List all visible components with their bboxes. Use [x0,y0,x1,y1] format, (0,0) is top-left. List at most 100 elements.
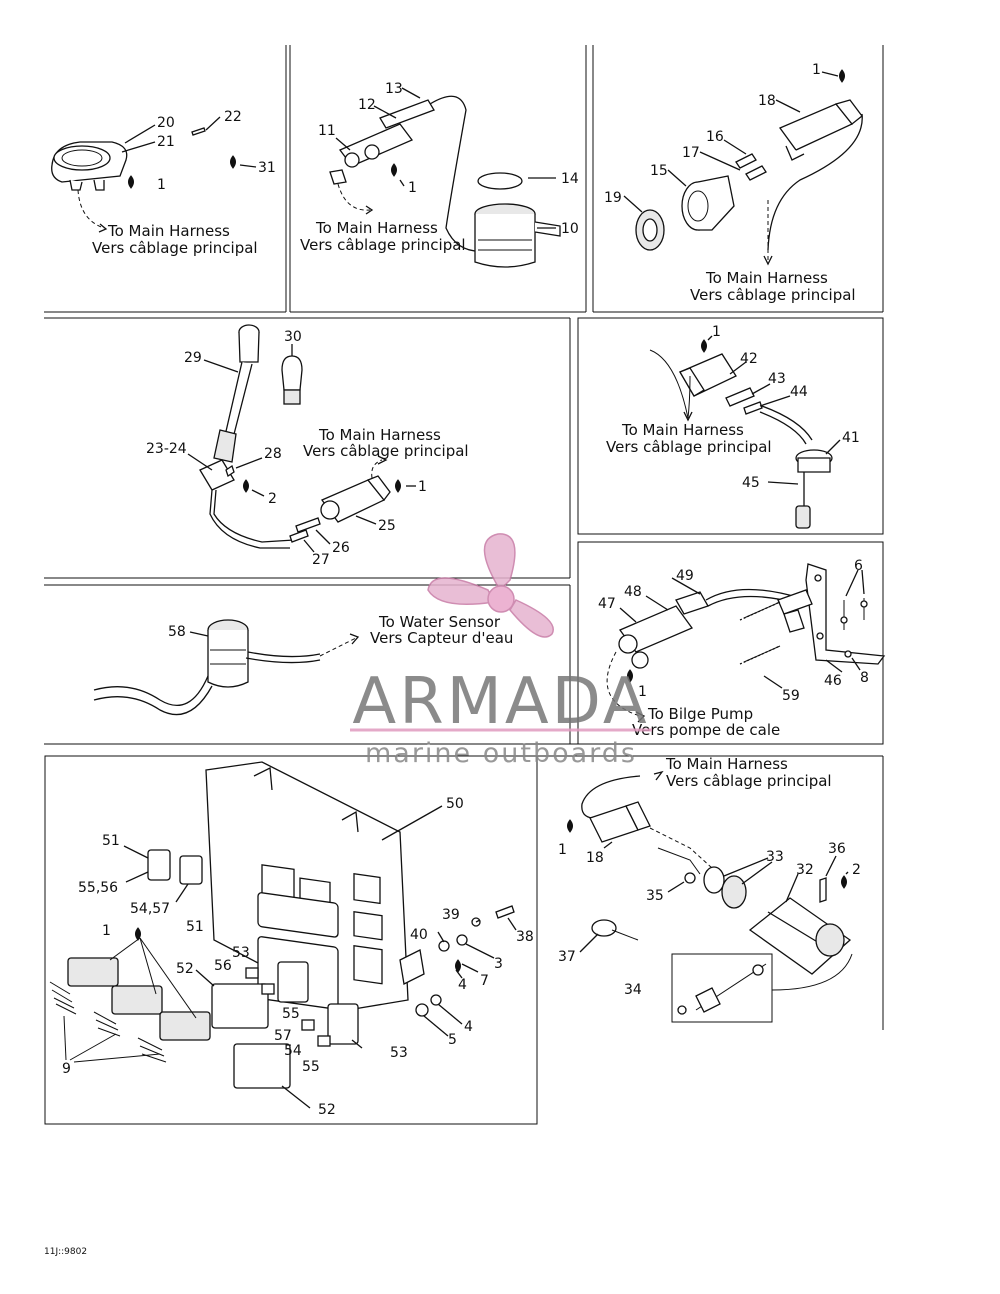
screw-36 [819,877,827,903]
bilge-pump-label-en: To Bilge Pump [647,705,753,723]
terminal-43 [725,387,755,407]
relays-52 [211,983,291,1089]
fuel-sender-41 [795,449,833,529]
part-label-39: 39 [442,907,460,923]
panel-switch: 1 18 33 36 2 32 35 37 34 To Main Harness… [558,755,861,1023]
screw-38 [495,905,515,919]
part-label-32: 32 [796,862,814,878]
part-label-20: 20 [157,115,175,131]
part-label-51b: 51 [186,919,204,935]
switch-33 [703,866,747,909]
grease-drop-1a [128,175,134,189]
part-label-55b: 55 [302,1059,320,1075]
panel-fuel-sender: 1 42 43 44 41 45 To Main Harness Vers câ… [606,324,860,529]
harness-label-fr: Vers câblage principal [666,772,832,790]
water-sensor-label-en: To Water Sensor [378,613,501,631]
part-label-19: 19 [604,190,622,206]
harness-label-fr: Vers câblage principal [303,442,469,460]
part-label-53b: 53 [390,1045,408,1061]
panel-borders [44,45,884,1125]
fuse-56 [245,967,259,979]
part-label-2b: 2 [852,862,861,878]
bulb-30 [281,355,303,405]
connector-25 [320,475,391,523]
part-label-29: 29 [184,350,202,366]
harness-label-fr: Vers câblage principal [690,286,856,304]
connector-42 [679,353,737,397]
bracket-46 [805,563,886,665]
part-label-4b: 4 [464,1019,473,1035]
panel-electrical-box: 50 51 55,56 54,57 51 1 52 56 53 55 57 54… [49,761,534,1118]
panel-water-sensor: 58 To Water Sensor Vers Capteur d'eau [93,613,513,716]
part-label-21: 21 [157,134,175,150]
armada-watermark: ARMADA marine outboards [350,533,652,769]
o-ring-14 [477,172,523,190]
part-label-52a: 52 [176,961,194,977]
part-label-14: 14 [561,171,579,187]
ground-bracket [399,949,425,985]
part-label-34: 34 [624,982,642,998]
panel-gauge-connector: 20 21 22 31 1 To Main Harness Vers câbla… [51,109,276,257]
harness-label-en: To Main Harness [315,219,438,237]
part-label-15: 15 [650,163,668,179]
part-label-38: 38 [516,929,534,945]
part-label-37: 37 [558,949,576,965]
part-label-22: 22 [224,109,242,125]
part-label-28: 28 [264,446,282,462]
part-label-36: 36 [828,841,846,857]
part-label-6: 6 [854,558,863,574]
socket-23-24 [199,459,295,549]
light-pole-29 [213,324,260,463]
part-label-7: 7 [480,973,489,989]
o-ring-35 [684,872,696,884]
part-label-54-57: 54,57 [130,901,170,917]
part-label-1: 1 [157,177,166,193]
watermark-brand: ARMADA [352,665,649,739]
part-label-1c: 1 [812,62,821,78]
part-label-53a: 53 [232,945,250,961]
part-label-51a: 51 [102,833,120,849]
harness-label-en: To Main Harness [318,426,441,444]
harness-connectors-9 [49,957,211,1063]
part-label-50: 50 [446,796,464,812]
terminal-17 [745,165,767,181]
gauge-socket-15 [681,175,735,231]
part-label-1b: 1 [408,180,417,196]
grease-drop-31 [230,155,236,169]
fuse-block-53b [327,1003,359,1045]
part-label-12: 12 [358,97,376,113]
part-label-47: 47 [598,596,616,612]
part-label-57: 57 [274,1028,292,1044]
fuse-holders-51 [147,849,203,885]
terminal-16 [735,153,757,169]
washer-4b [430,994,442,1006]
harness-label-en: To Main Harness [705,269,828,287]
part-label-45: 45 [742,475,760,491]
harness-label-en: To Main Harness [621,421,744,439]
watermark-tagline: marine outboards [365,738,637,769]
nut-5 [415,1003,429,1017]
connector-18b [589,801,651,843]
part-label-16: 16 [706,129,724,145]
part-label-43: 43 [768,371,786,387]
part-label-18: 18 [758,93,776,109]
part-label-1d: 1 [418,479,427,495]
part-label-18b: 18 [586,850,604,866]
part-label-11: 11 [318,123,336,139]
propeller-logo [427,533,554,638]
part-label-8: 8 [860,670,869,686]
connector-11-12 [329,99,435,185]
lever-32 [748,897,852,975]
harness-label-en: To Main Harness [665,755,788,773]
part-label-55-56: 55,56 [78,880,118,896]
part-label-49: 49 [676,568,694,584]
harness-label-fr: Vers câblage principal [92,239,258,257]
part-label-33: 33 [766,849,784,865]
washer-40 [438,940,450,952]
part-label-2: 2 [268,491,277,507]
part-label-17: 17 [682,145,700,161]
electrical-box-50 [205,761,409,1011]
part-label-9: 9 [62,1061,71,1077]
part-label-27: 27 [312,552,330,568]
